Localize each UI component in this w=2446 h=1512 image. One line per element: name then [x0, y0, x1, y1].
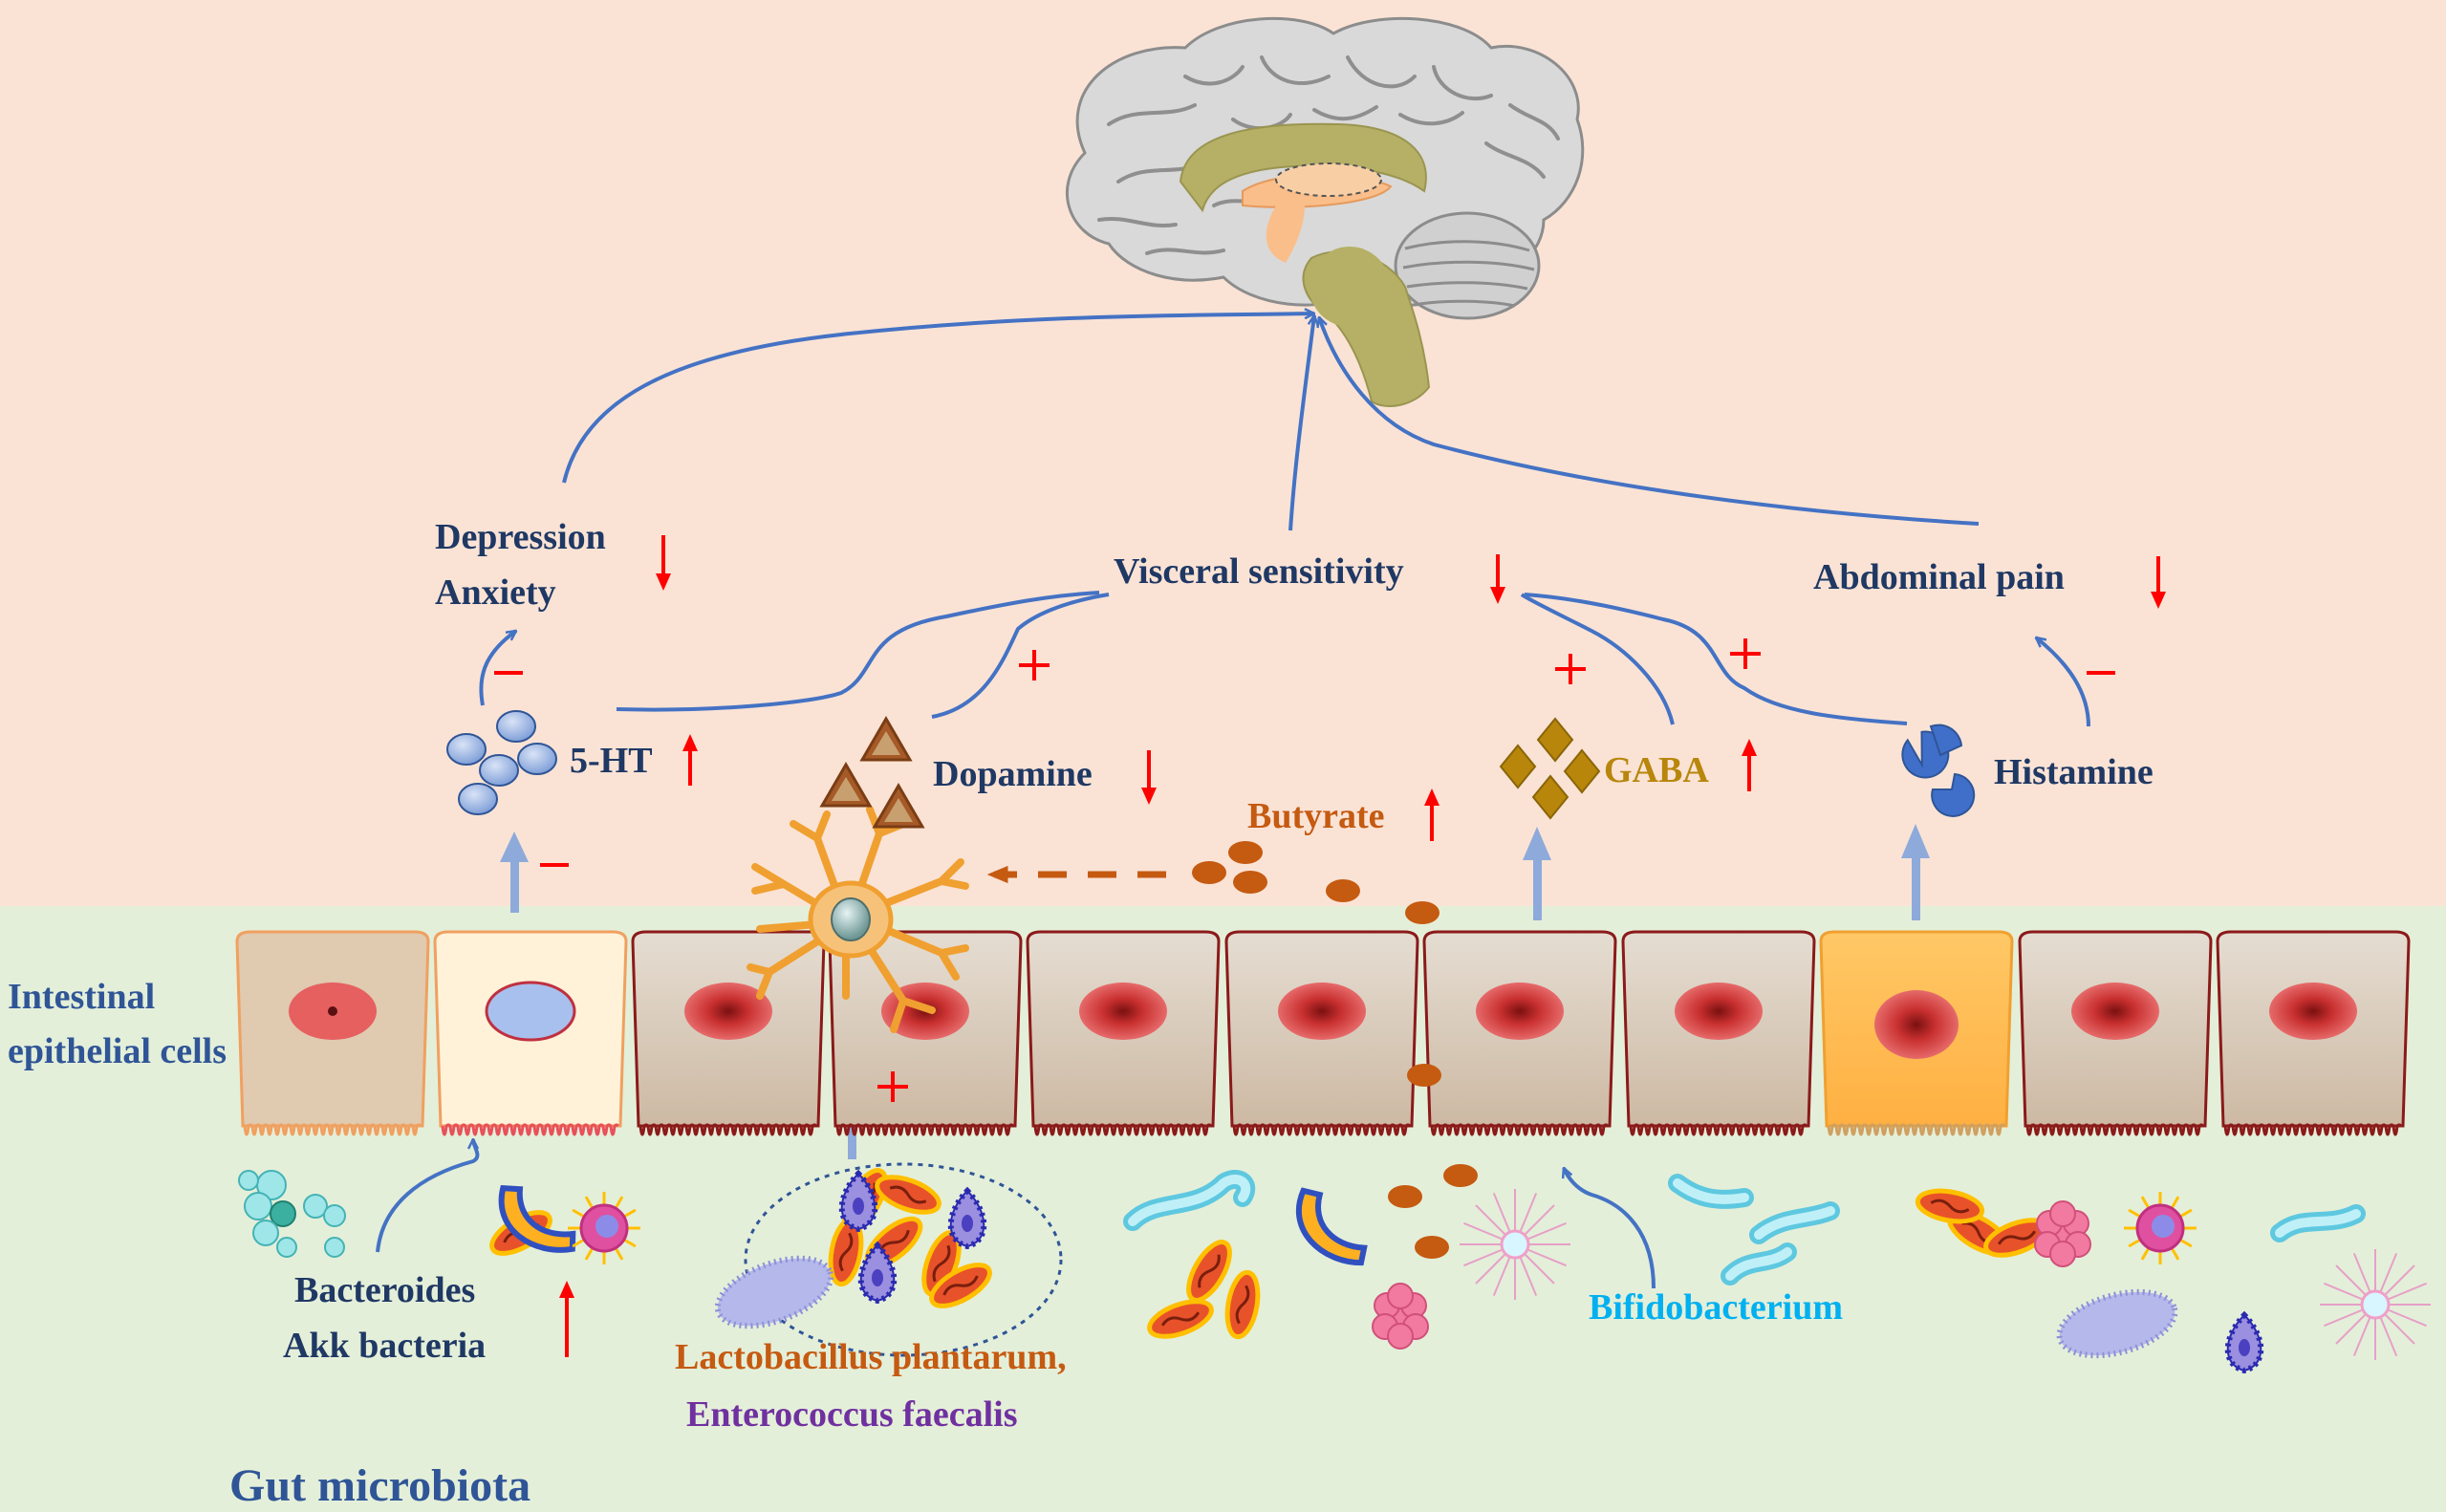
enterococcus-label: Enterococcus faecalis [686, 1394, 1018, 1435]
rod-bacterium-core [889, 1185, 927, 1204]
capsule-bacterium [714, 1255, 834, 1329]
rod-bacterium-core [942, 1275, 979, 1296]
epithelial-cell [1422, 930, 1617, 1136]
spiky-coccus-core [595, 1215, 618, 1238]
rod-bacterium-core [1160, 1311, 1201, 1327]
intestinal-label-line2: epithelial cells [8, 1031, 227, 1071]
rod-bacterium-core [1198, 1254, 1221, 1288]
lactobacillus-label: Lactobacillus plantarum, [675, 1337, 1067, 1377]
intestinal-epithelium [235, 930, 2411, 1136]
lactobacillus-group-outline [744, 1162, 1063, 1357]
cell-nucleus [485, 981, 576, 1042]
butyrate-up-arrow [1424, 788, 1439, 841]
spiral-bacterium-inner [2275, 1209, 2361, 1238]
dopamine-down-arrow [1141, 750, 1157, 805]
histamine-label: Histamine [1994, 752, 2154, 792]
epithelial-cell [631, 930, 826, 1136]
gut-microbiota-label: Gut microbiota [229, 1460, 530, 1511]
curved-bacterium [498, 1184, 576, 1253]
teardrop-bacterium-core [962, 1215, 973, 1232]
spiral-bacterium-inner [1754, 1206, 1835, 1240]
cell-nucleus [2269, 983, 2357, 1040]
teardrop-bacterium-outline [949, 1189, 985, 1248]
akk-bacteria-label: Akk bacteria [283, 1326, 486, 1366]
abdominal-pain-label: Abdominal pain [1813, 557, 2065, 597]
epithelial-cell [1819, 930, 2014, 1136]
visceral-sensitivity-label: Visceral sensitivity [1114, 551, 1404, 592]
rod-bacterium-core [838, 1232, 854, 1272]
rod-bacterium-core [1235, 1285, 1250, 1325]
bifidobacterium-label: Bifidobacterium [1589, 1287, 1843, 1328]
teardrop-bacterium-core [872, 1269, 883, 1286]
grape-cocci [2049, 1200, 2076, 1227]
cell-nucleus [1874, 990, 1959, 1059]
minus-signs [494, 671, 2115, 867]
cell-nucleus [1079, 983, 1167, 1040]
gaba-diamond-icon [1499, 717, 1601, 820]
spiky-coccus-core [2152, 1215, 2175, 1238]
teardrop-bacterium-outline [2226, 1313, 2262, 1372]
star-bacterium [1500, 1229, 1530, 1260]
epithelial-cell [433, 930, 628, 1136]
serotonin-molecule-icon [446, 710, 557, 815]
histamine-pacman-icon [1901, 724, 1976, 817]
spiral-bacterium-inner [1673, 1178, 1749, 1204]
enteric-neuron-icon [747, 806, 969, 1033]
epithelial-cell [1224, 930, 1419, 1136]
butyrate-label: Butyrate [1247, 796, 1385, 836]
grape-cocci [1387, 1323, 1414, 1350]
grape-cocci [1387, 1283, 1414, 1309]
pathway-arrows [376, 313, 2090, 1289]
epithelial-cell [828, 930, 1023, 1136]
depression-label: Depression [435, 517, 606, 557]
star-bacterium [2360, 1289, 2391, 1320]
anxiety-label: Anxiety [435, 572, 556, 613]
plus-signs [877, 638, 1761, 1102]
teardrop-bacterium-core [853, 1198, 864, 1215]
abdominal-down-arrow [2151, 556, 2166, 609]
cell-nucleus [1675, 983, 1763, 1040]
epithelial-cell [235, 930, 430, 1136]
epithelial-cell [1621, 930, 1816, 1136]
bacteroides-label: Bacteroides [294, 1270, 475, 1310]
teardrop-bacterium-core [2239, 1339, 2250, 1356]
cell-nucleus [1476, 983, 1564, 1040]
serotonin-label: 5-HT [570, 741, 653, 781]
trend-arrows [559, 535, 2166, 1357]
teardrop-bacterium-outline [859, 1243, 896, 1303]
visceral-down-arrow [1490, 554, 1505, 604]
curved-bacterium [1295, 1187, 1368, 1266]
cell-nucleus [1278, 983, 1366, 1040]
teardrop-bacterium-outline [840, 1172, 877, 1231]
cell-nucleus [2071, 983, 2159, 1040]
bacteria-icon [238, 1162, 2431, 1374]
cell-nucleus [684, 983, 772, 1040]
bacteroides-up-arrow [559, 1281, 574, 1357]
butyrate-droplet-icon [1192, 841, 1478, 1259]
epithelial-cell [2216, 930, 2411, 1136]
epithelial-cell [2018, 930, 2213, 1136]
spiral-bacterium-inner [1128, 1175, 1251, 1226]
dopamine-triangle-icon [819, 716, 925, 829]
spiral-bacterium-inner [1725, 1247, 1792, 1281]
intestinal-label-line1: Intestinal [8, 977, 155, 1017]
capsule-bacterium [2056, 1288, 2178, 1359]
grape-cocci [2049, 1241, 2076, 1267]
brain-icon [1065, 16, 1585, 407]
dopamine-label: Dopamine [933, 754, 1093, 794]
depression-down-arrow [656, 535, 671, 591]
gaba-up-arrow [1742, 739, 1757, 791]
gaba-label: GABA [1604, 750, 1709, 790]
labels: Depression Anxiety Visceral sensitivity … [8, 517, 2154, 1511]
rod-bacterium-core [932, 1244, 951, 1283]
epithelial-cell [1026, 930, 1221, 1136]
rod-bacterium-core [1997, 1230, 2037, 1245]
serotonin-up-arrow [682, 734, 698, 786]
rod-bacterium-core [1930, 1199, 1970, 1214]
